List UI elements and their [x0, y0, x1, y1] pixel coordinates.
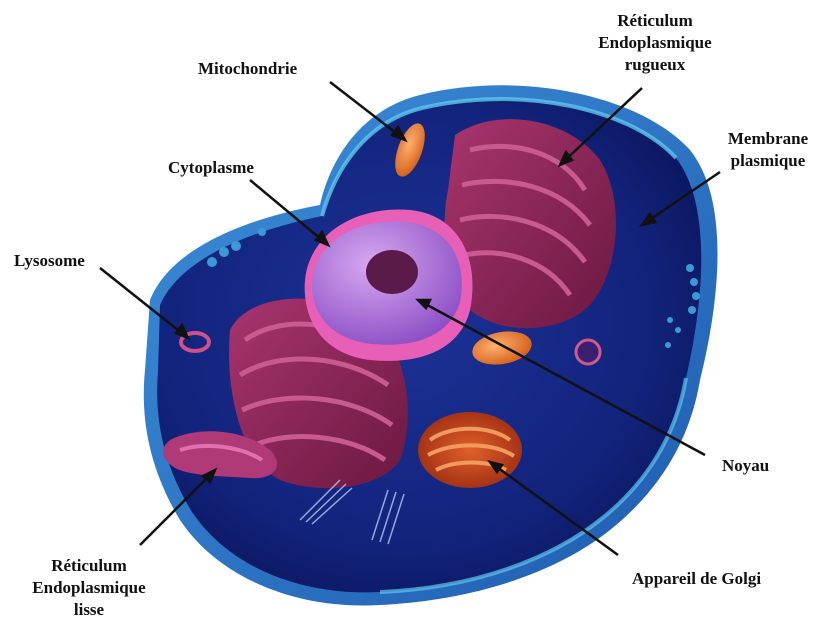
- label-reticulum-lisse: Réticulum Endoplasmique lisse: [14, 555, 164, 621]
- golgi-shape: [418, 412, 522, 488]
- label-cytoplasme: Cytoplasme: [168, 157, 254, 179]
- label-appareil-de-golgi: Appareil de Golgi: [632, 568, 761, 590]
- label-membrane-plasmique: Membrane plasmique: [715, 128, 821, 172]
- label-lysosome: Lysosome: [14, 250, 85, 272]
- label-noyau: Noyau: [722, 455, 769, 477]
- label-reticulum-rugueux: Réticulum Endoplasmique rugueux: [590, 10, 720, 76]
- label-mitochondrie: Mitochondrie: [198, 58, 297, 80]
